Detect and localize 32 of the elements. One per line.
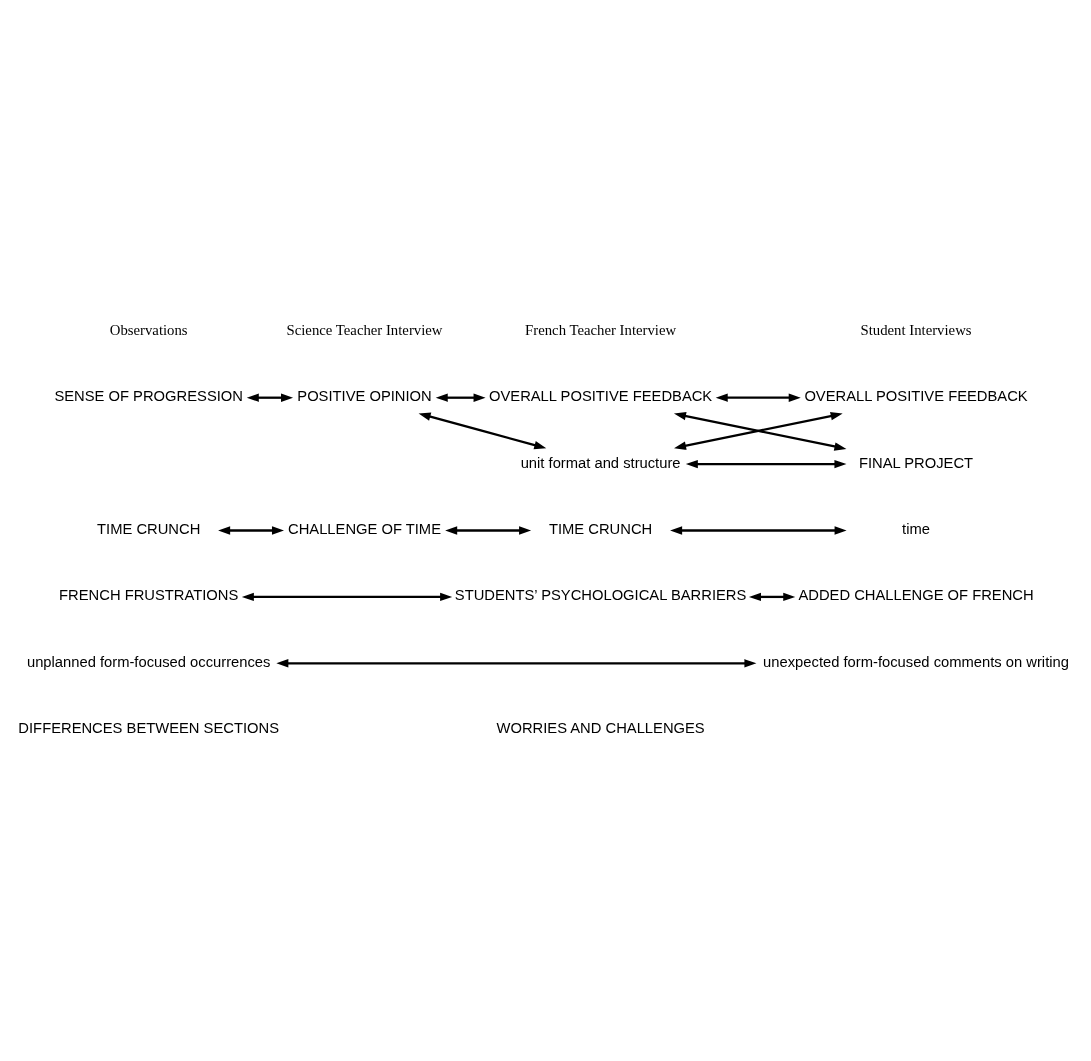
node-text: time: [902, 521, 930, 537]
node-text: TIME CRUNCH: [548, 521, 653, 537]
node-text: FINAL PROJECT: [858, 454, 974, 471]
arrow: [418, 412, 547, 450]
arrow: [445, 526, 532, 535]
arrow: [670, 526, 847, 535]
node-text: unexpected form-focused comments on writing: [763, 653, 1069, 670]
label: Observations: [109, 321, 188, 338]
node-text: WORRIES AND CHALLENGES: [496, 720, 705, 737]
label: Student Interviews: [860, 321, 972, 338]
node-text: OVERALL POSITIVE FEEDBACK: [804, 388, 1028, 405]
node-text: OVERALL POSITIVE FEEDBACK: [488, 388, 713, 405]
label: French Teacher Interview: [525, 321, 677, 338]
node-text: CHALLENGE OF TIME: [288, 521, 441, 537]
arrow: [748, 592, 796, 602]
node-text: POSITIVE OPINION: [297, 388, 432, 405]
node-text: unit format and structure: [520, 454, 681, 471]
node-text: STUDENTS’ PSYCHOLOGICAL BARRIERS: [454, 587, 747, 604]
node-text: DIFFERENCES BETWEEN SECTIONS: [18, 720, 280, 737]
node-text: SENSE OF PROGRESSION: [54, 388, 243, 405]
arrow: [218, 526, 284, 535]
arrow: [435, 393, 486, 402]
node-text: ADDED CHALLENGE OF FRENCH: [798, 587, 1034, 604]
arrow: [715, 393, 801, 402]
node-text: FRENCH FRUSTRATIONS: [59, 587, 239, 604]
arrow: [685, 459, 847, 469]
node-text: unplanned form-focused occurrences: [26, 653, 271, 670]
arrow: [276, 659, 757, 668]
arrow: [246, 393, 294, 402]
arrow: [241, 592, 453, 602]
node-text: TIME CRUNCH: [97, 521, 201, 537]
label: Science Teacher Interview: [286, 321, 443, 338]
